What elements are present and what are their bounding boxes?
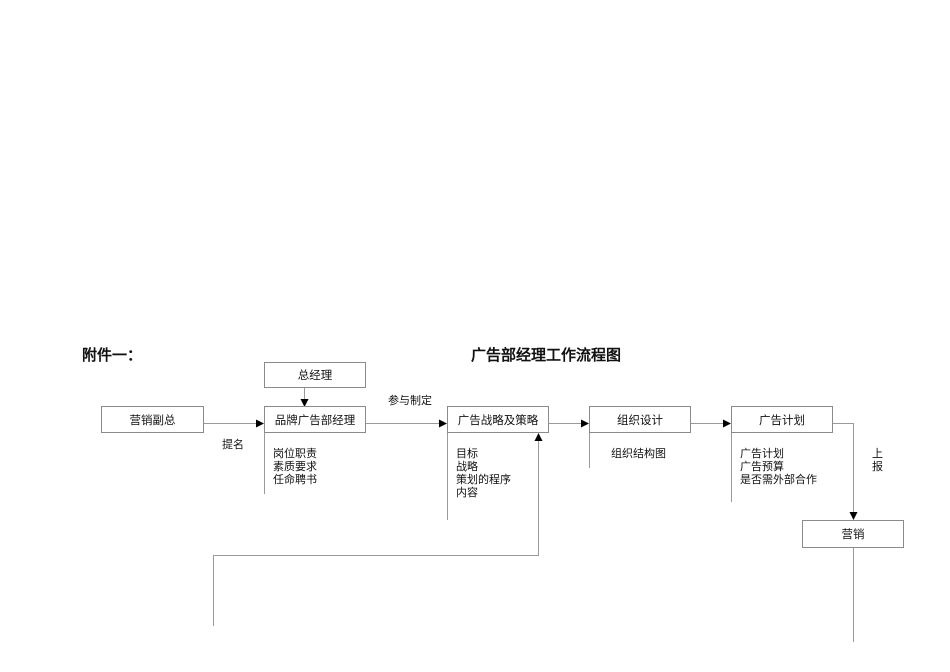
edge-ad-plan-to-marketing [833, 423, 858, 520]
notes-strategy: 目标 战略 策划的程序 内容 [456, 447, 511, 499]
node-brand-ad-manager: 品牌广告部经理 [264, 406, 366, 433]
node-ad-plan: 广告计划 [731, 406, 833, 433]
note-item: 战略 [456, 460, 478, 473]
note-item: 策划的程序 [456, 473, 511, 486]
edge-feedback-loop [213, 433, 543, 626]
note-item: 广告预算 [740, 460, 784, 473]
edge-label-nominate: 提名 [222, 438, 244, 451]
notes-ad-plan: 广告计划 广告预算 是否需外部合作 [740, 447, 817, 486]
node-vp-marketing: 营销副总 [101, 406, 204, 433]
notes-org-design: 组织结构图 [611, 447, 666, 460]
note-item: 素质要求 [273, 460, 317, 473]
note-item: 岗位职责 [273, 447, 317, 460]
note-item: 任命聘书 [273, 473, 317, 486]
node-ad-strategy: 广告战略及策略 [447, 406, 549, 433]
attachment-label: 附件一： [82, 346, 143, 364]
diagram-title: 广告部经理工作流程图 [471, 346, 622, 364]
node-general-manager: 总经理 [264, 362, 366, 388]
edge-label-participate: 参与制定 [388, 394, 432, 407]
note-item: 组织结构图 [611, 447, 666, 460]
node-org-design: 组织设计 [589, 406, 691, 433]
notes-brand-manager: 岗位职责 素质要求 任命聘书 [273, 447, 317, 486]
note-item: 广告计划 [740, 447, 784, 460]
note-item: 内容 [456, 486, 478, 499]
note-item: 目标 [456, 447, 478, 460]
node-marketing: 营销 [802, 520, 904, 548]
edge-label-report-2: 报 [872, 460, 883, 473]
note-item: 是否需外部合作 [740, 473, 817, 486]
edge-label-report-1: 上 [872, 447, 883, 460]
